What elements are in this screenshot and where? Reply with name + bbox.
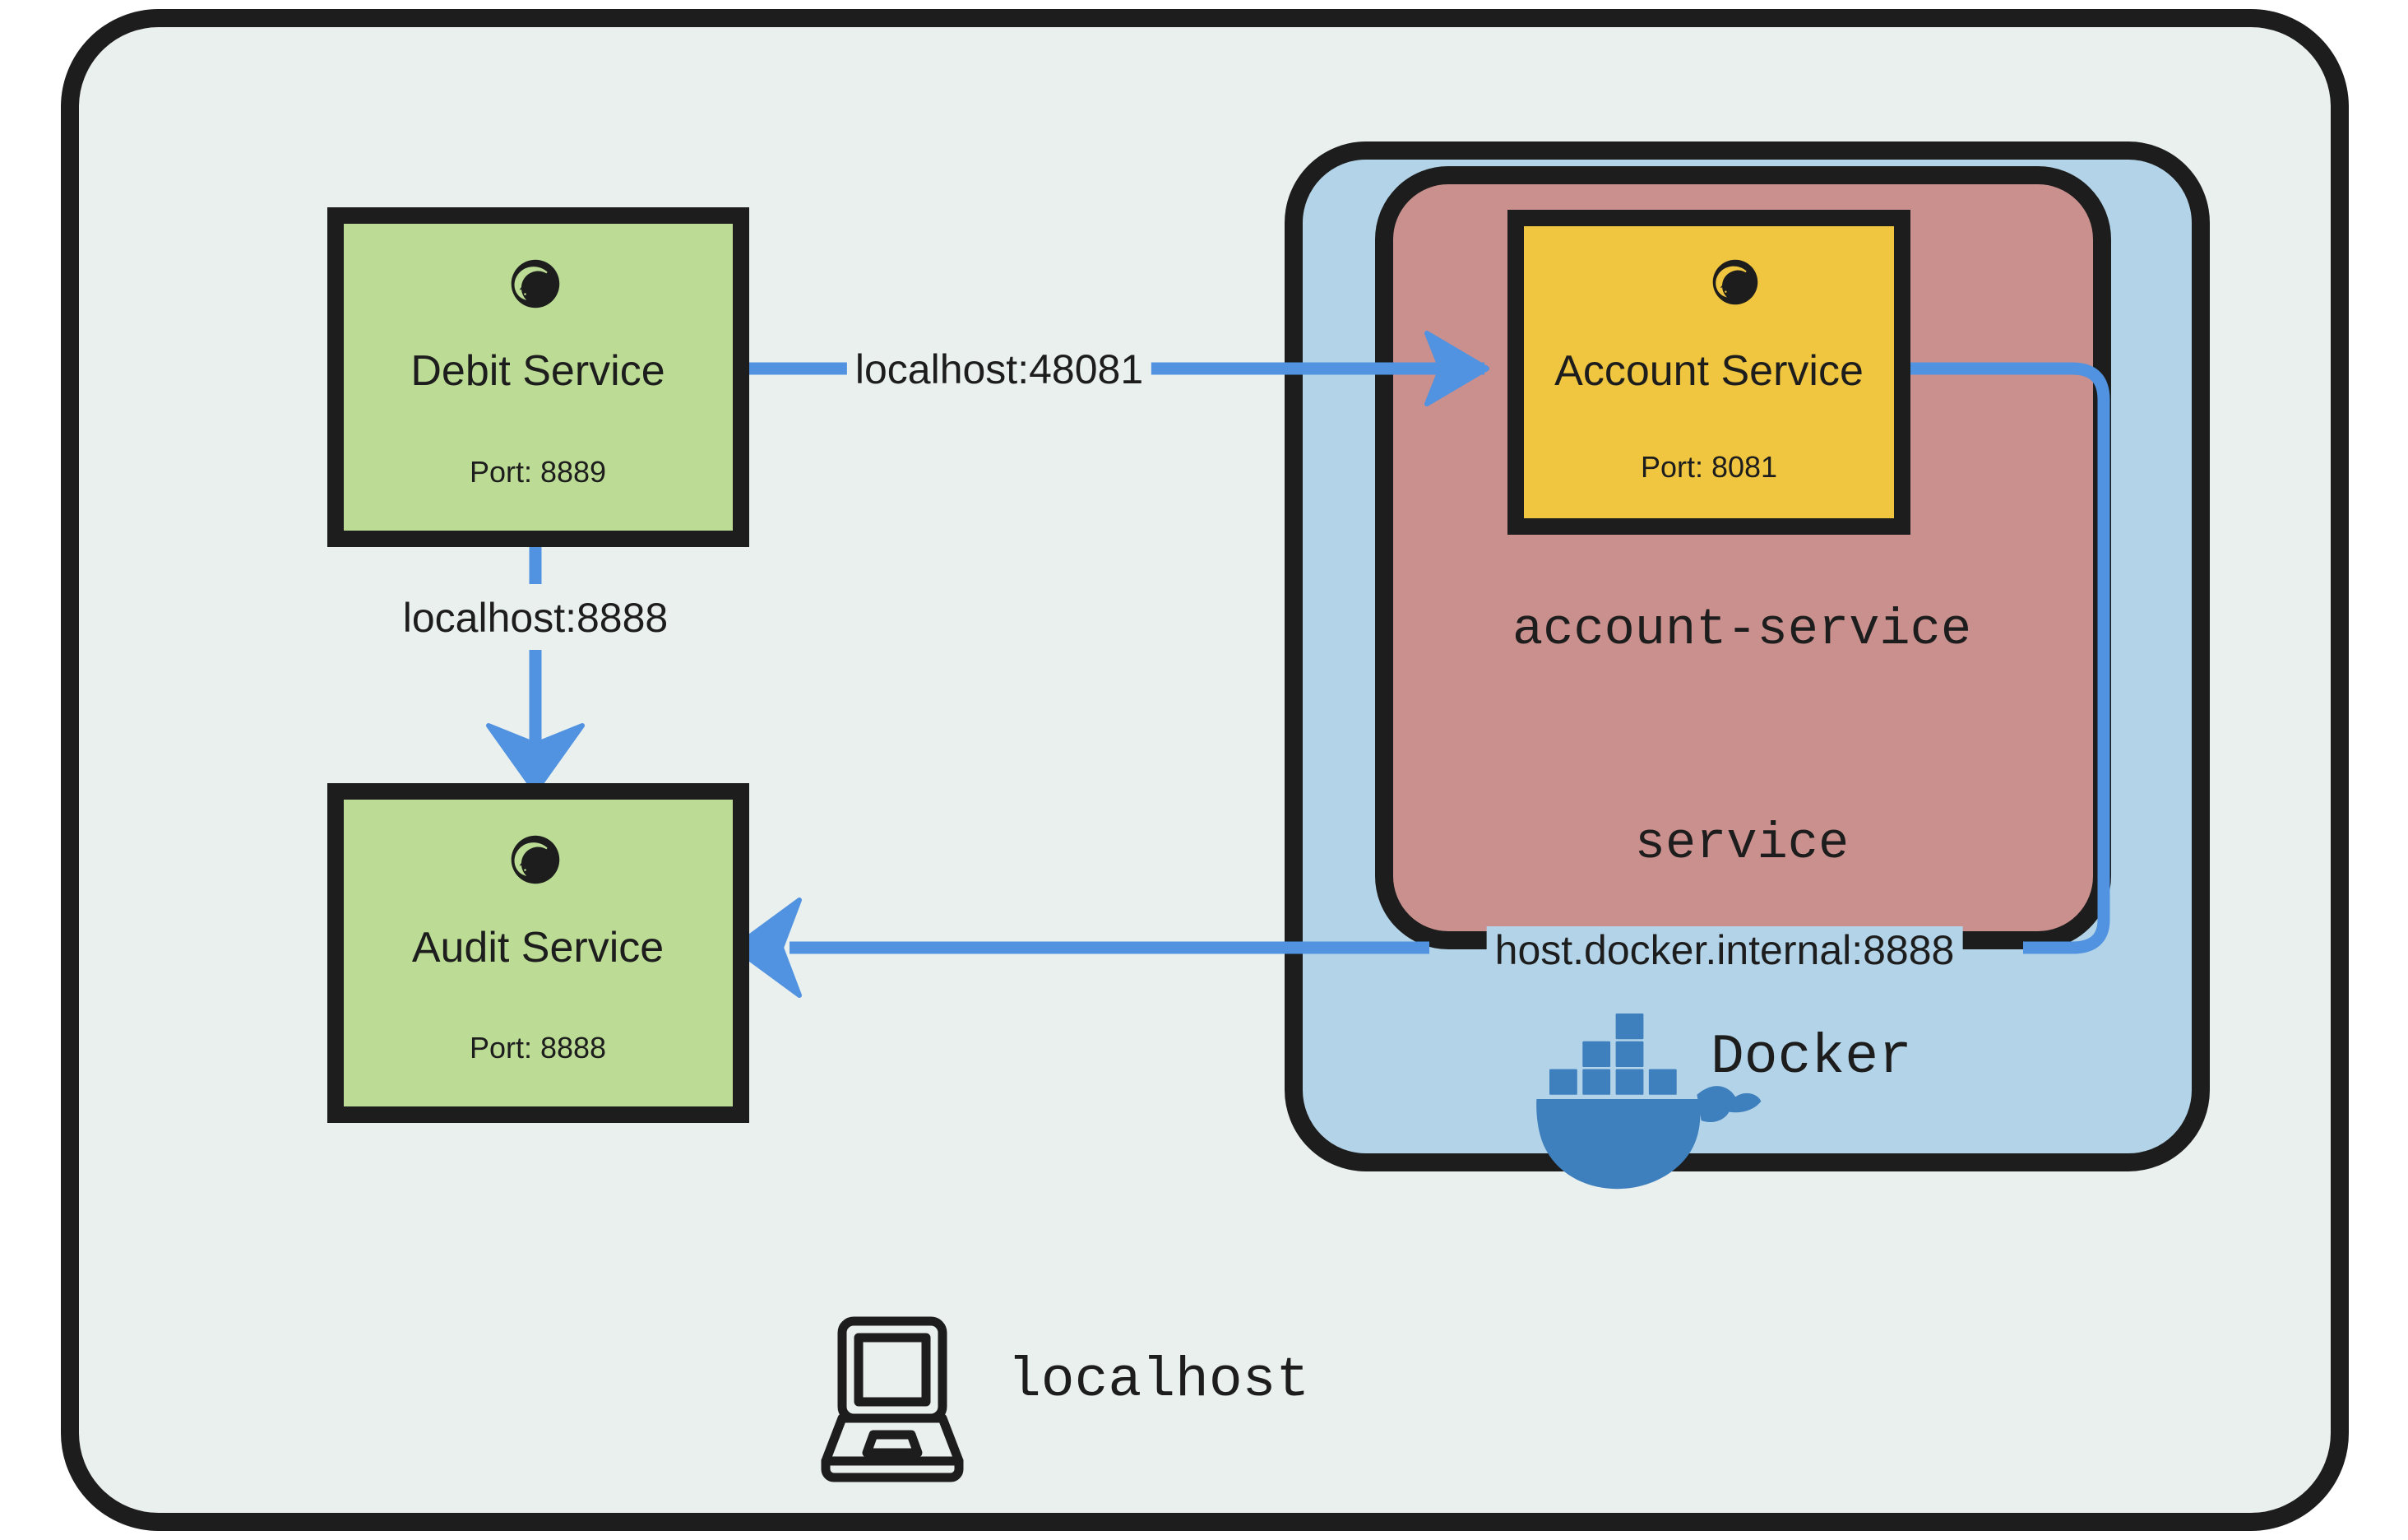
node-debit-service-title: Debit Service bbox=[410, 347, 665, 395]
edge-label-debit-to-account: localhost:48081 bbox=[846, 346, 1152, 393]
node-audit-service-title: Audit Service bbox=[411, 924, 665, 972]
laptop-icon bbox=[821, 1316, 964, 1482]
docker-label: Docker bbox=[1711, 1026, 1912, 1089]
node-debit-service-port: Port: 8889 bbox=[469, 455, 607, 489]
edge-label-account-to-audit: host.docker.internal:8888 bbox=[1486, 926, 1963, 974]
account-service-group-sublabel: service bbox=[1634, 814, 1850, 873]
node-audit-service-port: Port: 8888 bbox=[469, 1031, 607, 1065]
spring-leaf-icon bbox=[511, 835, 560, 884]
spring-leaf-icon bbox=[1712, 259, 1758, 305]
node-audit-service-box[interactable] bbox=[327, 783, 749, 1123]
docker-whale-icon bbox=[1536, 1014, 1762, 1190]
edge-account-to-audit bbox=[732, 362, 2110, 998]
edge-label-debit-to-audit: localhost:8888 bbox=[394, 594, 677, 642]
localhost-label: localhost bbox=[1007, 1349, 1310, 1412]
node-account-service-title: Account Service bbox=[1554, 347, 1864, 395]
account-service-group-label: account-service bbox=[1512, 601, 1972, 659]
spring-leaf-icon bbox=[511, 259, 560, 308]
node-account-service-box[interactable] bbox=[1507, 210, 1910, 535]
node-account-service-port: Port: 8081 bbox=[1640, 450, 1778, 484]
edge-debit-to-audit bbox=[486, 539, 585, 794]
node-debit-service-box[interactable] bbox=[327, 207, 749, 547]
